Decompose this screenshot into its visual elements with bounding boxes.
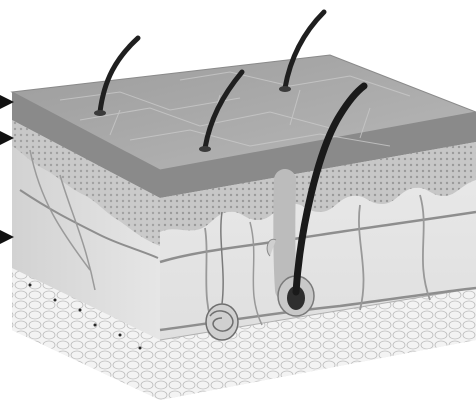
layer-pointers xyxy=(0,95,14,244)
hypodermis-pointer-arrow xyxy=(0,230,14,244)
dermis-upper-pointer-arrow xyxy=(0,131,14,145)
epidermis-pointer-arrow xyxy=(0,95,14,109)
